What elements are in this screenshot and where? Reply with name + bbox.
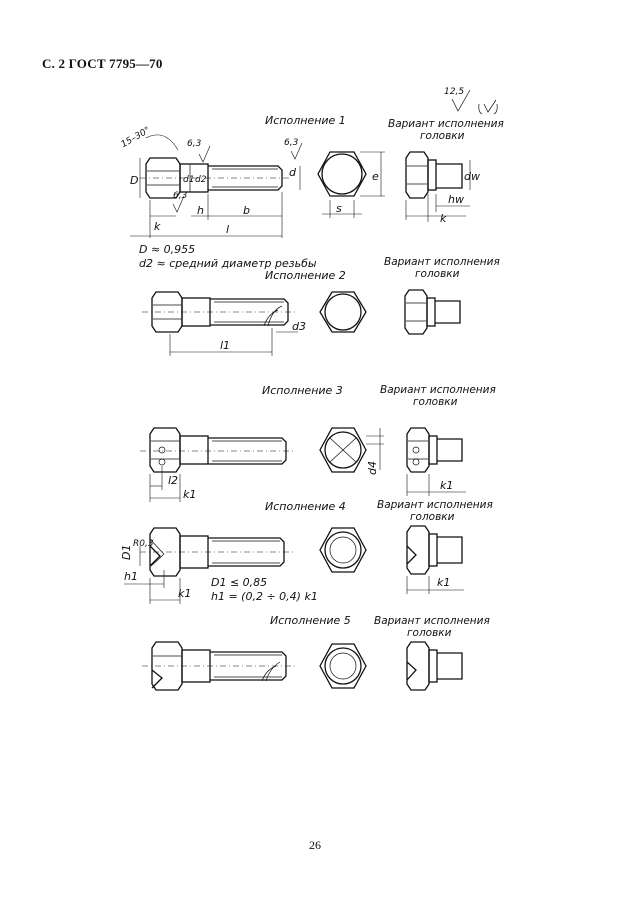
chamfer-angle-label: 15–30° [120, 125, 153, 150]
dim-k1-v3-label: k1 [183, 488, 196, 501]
page-number: 26 [309, 838, 321, 852]
version-5-hex-view [319, 643, 367, 689]
dim-e-label: e [372, 170, 379, 183]
dim-D1-label: D1 [120, 545, 133, 560]
version-1-title: Исполнение 1 [265, 114, 346, 127]
dim-D-label: D [130, 174, 138, 187]
version-1-bolt-side [130, 134, 303, 238]
roughness-label: 12,5 [444, 87, 464, 97]
roughness-small-3: 6,3 [284, 138, 299, 148]
version-4-head-variant [406, 525, 464, 594]
dim-l1-label: l1 [220, 339, 230, 352]
version-4-title: Исполнение 4 [265, 500, 346, 513]
version-1-hex-view [317, 151, 385, 218]
dim-d4-label: d4 [366, 461, 379, 475]
roughness-small-2: 6,3 [173, 191, 188, 201]
version-5-head-variant [406, 641, 463, 691]
dim-k1-v4-variant-label: k1 [437, 576, 450, 589]
head-variant-4-line2: головки [410, 511, 455, 523]
head-variant-5-line2: головки [407, 627, 452, 639]
head-variant-5-line1: Вариант исполнения [374, 615, 490, 627]
version-2-head-variant [404, 289, 461, 335]
note-D1: D1 ≤ 0,85 [211, 576, 267, 589]
head-variant-3-line1: Вариант исполнения [380, 384, 496, 396]
dim-h1-label: h1 [124, 570, 138, 583]
version-2-title: Исполнение 2 [265, 269, 346, 282]
roughness-small-1: 6,3 [187, 139, 202, 149]
dim-k1-v3-variant-label: k1 [440, 479, 453, 492]
dim-d2-label: d2 [195, 175, 207, 185]
head-variant-1-line1: Вариант исполнения [388, 118, 504, 130]
version-4-hex-view [319, 527, 367, 573]
dim-l-label: l [226, 223, 229, 236]
note-d2: d2 ≈ средний диаметр резьбы [139, 257, 317, 270]
dim-d-label: d [289, 166, 297, 179]
version-3-bolt-side [140, 427, 296, 502]
head-variant-2-line1: Вариант исполнения [384, 256, 500, 268]
head-variant-3-line2: головки [413, 396, 458, 408]
dim-b-label: b [243, 204, 250, 217]
dim-k1-v4-label: k1 [178, 587, 191, 600]
dim-l2-label: l2 [168, 474, 178, 487]
head-variant-4-line1: Вариант исполнения [377, 499, 493, 511]
version-2-bolt-side [142, 291, 298, 356]
version-5-title: Исполнение 5 [270, 614, 351, 627]
dim-d3-label: d3 [292, 320, 306, 333]
dim-h-label: h [197, 204, 204, 217]
version-5-bolt-side [142, 641, 296, 691]
version-3-hex-view [319, 427, 384, 473]
version-2-hex-view [319, 291, 367, 333]
note-h1: h1 = (0,2 ÷ 0,4) k1 [211, 590, 318, 603]
dim-k-variant-label: k [440, 212, 447, 225]
dim-d1-label: d1 [183, 175, 194, 185]
version-4-bolt-side [124, 527, 294, 604]
version-1-head-variant [405, 89, 498, 222]
note-D: D ≈ 0,955 [139, 243, 195, 256]
dim-s-label: s [336, 202, 342, 215]
version-3-head-variant [406, 427, 466, 496]
dim-k-label: k [154, 220, 161, 233]
version-3-title: Исполнение 3 [262, 384, 343, 397]
dim-hw-label: hw [448, 193, 464, 206]
page-header: С. 2 ГОСТ 7795—70 [42, 56, 163, 71]
dim-dw-label: dw [464, 170, 480, 183]
head-variant-2-line2: головки [415, 268, 460, 280]
dim-R-label: R0,3 [133, 539, 154, 549]
head-variant-1-line2: головки [420, 130, 465, 142]
